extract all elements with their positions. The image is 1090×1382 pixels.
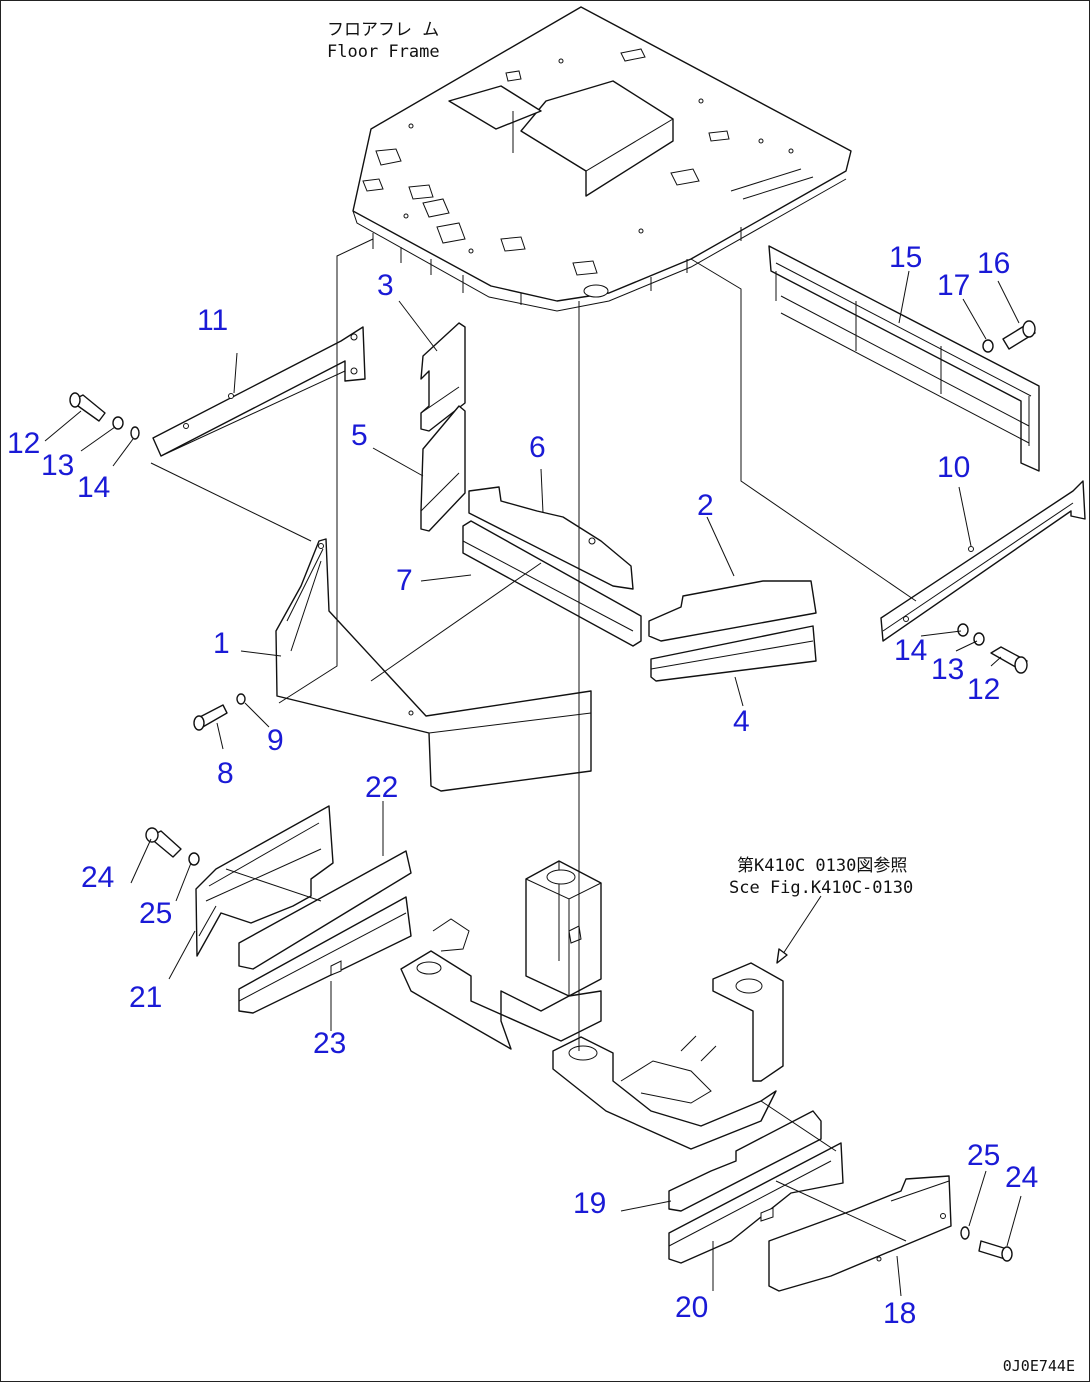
callout-2: 2: [697, 489, 714, 522]
callout-10: 10: [937, 451, 971, 484]
reference-note-jp: 第K410C 0130図参照: [737, 856, 908, 876]
callout-15: 15: [889, 241, 923, 274]
callout-13-left: 13: [41, 449, 75, 482]
callout-21: 21: [129, 981, 163, 1014]
assembly-lines: [150, 238, 917, 1242]
parts-6-7-pads: [462, 486, 642, 647]
callout-13-right: 13: [931, 653, 965, 686]
callout-16: 16: [977, 247, 1011, 280]
callout-14-right: 14: [894, 634, 928, 667]
part-10-bracket: [880, 480, 1086, 642]
parts-2-4-pads: [648, 580, 817, 682]
callout-25-right: 25: [967, 1139, 1001, 1172]
parts-18-19-20: [668, 1110, 952, 1292]
floor-frame-label-en: Floor Frame: [327, 42, 440, 62]
callout-6: 6: [529, 431, 546, 464]
reference-note-en: Sce Fig.K410C-0130: [729, 878, 914, 898]
callout-24-left: 24: [81, 861, 115, 894]
callout-5: 5: [351, 419, 368, 452]
callout-22: 22: [365, 771, 399, 804]
parts-3-5-pads: [420, 322, 466, 532]
callout-17: 17: [937, 269, 971, 302]
callout-24-right: 24: [1005, 1161, 1039, 1194]
floor-frame-label-jp: フロアフレ ム: [327, 20, 440, 40]
callout-3: 3: [377, 269, 394, 302]
floor-frame: [352, 6, 852, 312]
part-1-cover: [275, 538, 592, 792]
leader-lines: [44, 270, 1022, 1297]
part-11-bracket: [152, 326, 366, 457]
callout-25-left: 25: [139, 897, 173, 930]
parts-21-22-23: [195, 805, 412, 1014]
callout-7: 7: [396, 564, 413, 597]
figure-code: 0J0E744E: [1002, 1357, 1075, 1375]
callout-8: 8: [217, 757, 234, 790]
callout-12-left: 12: [7, 427, 41, 460]
callout-11: 11: [197, 304, 229, 337]
hardware: [69, 320, 1036, 1262]
callout-4: 4: [733, 705, 750, 738]
callout-19: 19: [573, 1187, 607, 1220]
callout-12-right: 12: [967, 673, 1001, 706]
callout-14-left: 14: [77, 471, 111, 504]
lower-subframe: [400, 860, 784, 1150]
callout-18: 18: [883, 1297, 917, 1330]
callout-1: 1: [213, 627, 230, 660]
callout-23: 23: [313, 1027, 347, 1060]
callout-20: 20: [675, 1291, 709, 1324]
callout-9: 9: [267, 724, 284, 757]
part-15-panel: [768, 245, 1040, 472]
